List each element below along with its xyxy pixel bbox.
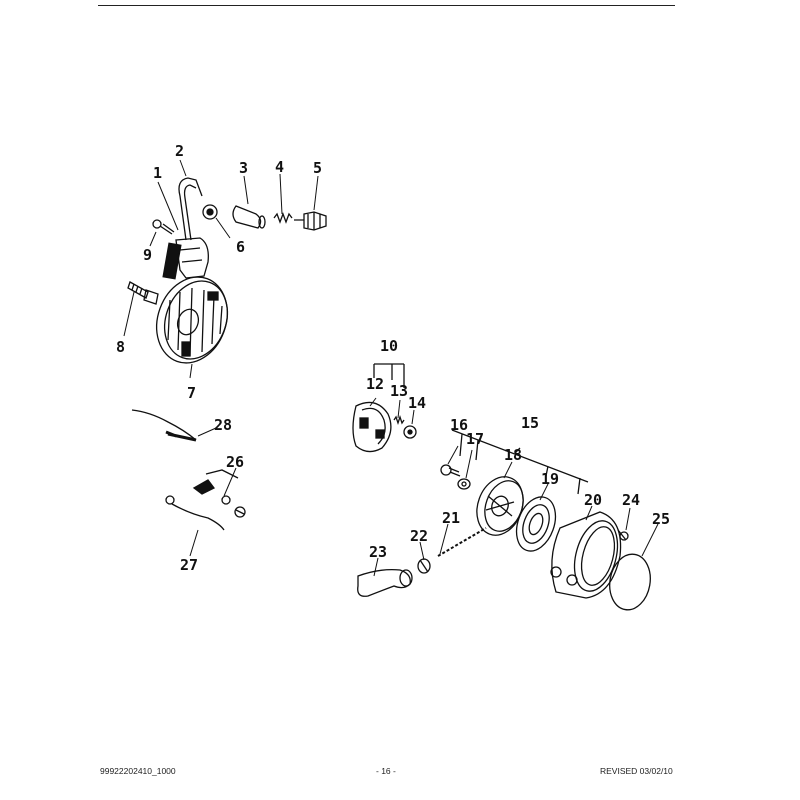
footer-revised-date: REVISED 03/02/10 <box>600 766 673 776</box>
callout-8: 8 <box>116 338 125 356</box>
callout-15: 15 <box>521 414 539 432</box>
flywheel-drawing <box>156 276 228 364</box>
starter-handle-drawing <box>357 568 413 597</box>
clutch-spring-drawing <box>393 414 417 439</box>
ignition-module-drawing <box>162 237 209 280</box>
o-ring-drawing <box>609 553 651 611</box>
callout-20: 20 <box>584 491 602 509</box>
callout-26: 26 <box>226 453 244 471</box>
starter-group-lines <box>451 429 589 495</box>
leader-lines <box>123 159 659 577</box>
housing-screw-drawing <box>617 529 629 541</box>
ignition-lead-drawing <box>178 177 203 241</box>
callout-23: 23 <box>369 543 387 561</box>
callout-4: 4 <box>275 158 284 176</box>
terminal-drawing <box>202 204 218 220</box>
footer-part-number: 99922202410_1000 <box>100 766 176 776</box>
connector-26-drawing <box>192 469 246 518</box>
starter-washer-drawing <box>457 478 471 490</box>
starter-bolt-drawing <box>440 464 461 477</box>
callout-22: 22 <box>410 527 428 545</box>
spark-plug-drawing <box>294 211 327 231</box>
stop-wire-27-drawing <box>165 495 225 531</box>
callout-28: 28 <box>214 416 232 434</box>
callout-5: 5 <box>313 159 322 177</box>
callout-10: 10 <box>380 337 398 355</box>
boot-spring-drawing <box>273 212 293 224</box>
clutch-group-lines <box>373 363 405 388</box>
callout-14: 14 <box>408 394 426 412</box>
callout-1: 1 <box>153 164 162 182</box>
recoil-spring-drawing <box>515 496 557 552</box>
callout-18: 18 <box>504 446 522 464</box>
wire-28-drawing <box>131 409 197 442</box>
flywheel-stud-drawing <box>127 281 159 305</box>
callout-21: 21 <box>442 509 460 527</box>
callout-2: 2 <box>175 142 184 160</box>
callout-13: 13 <box>390 382 408 400</box>
footer-page-number: - 16 - <box>376 766 396 776</box>
callout-12: 12 <box>366 375 384 393</box>
callout-24: 24 <box>622 491 640 509</box>
callout-9: 9 <box>143 246 152 264</box>
callout-7: 7 <box>187 384 196 402</box>
callout-16: 16 <box>450 416 468 434</box>
callout-6: 6 <box>236 238 245 256</box>
callout-3: 3 <box>239 159 248 177</box>
callout-27: 27 <box>180 556 198 574</box>
module-screw-drawing <box>152 219 175 235</box>
callout-25: 25 <box>652 510 670 528</box>
callout-19: 19 <box>541 470 559 488</box>
header-rule <box>98 5 675 6</box>
callout-17: 17 <box>466 430 484 448</box>
starter-housing-drawing <box>550 511 622 599</box>
clutch-shoe-drawing <box>352 401 392 453</box>
spark-plug-boot-drawing <box>232 205 266 229</box>
starter-pulley-drawing <box>476 476 524 536</box>
rope-insert-drawing <box>417 558 431 574</box>
starter-rope-drawing <box>437 527 487 557</box>
